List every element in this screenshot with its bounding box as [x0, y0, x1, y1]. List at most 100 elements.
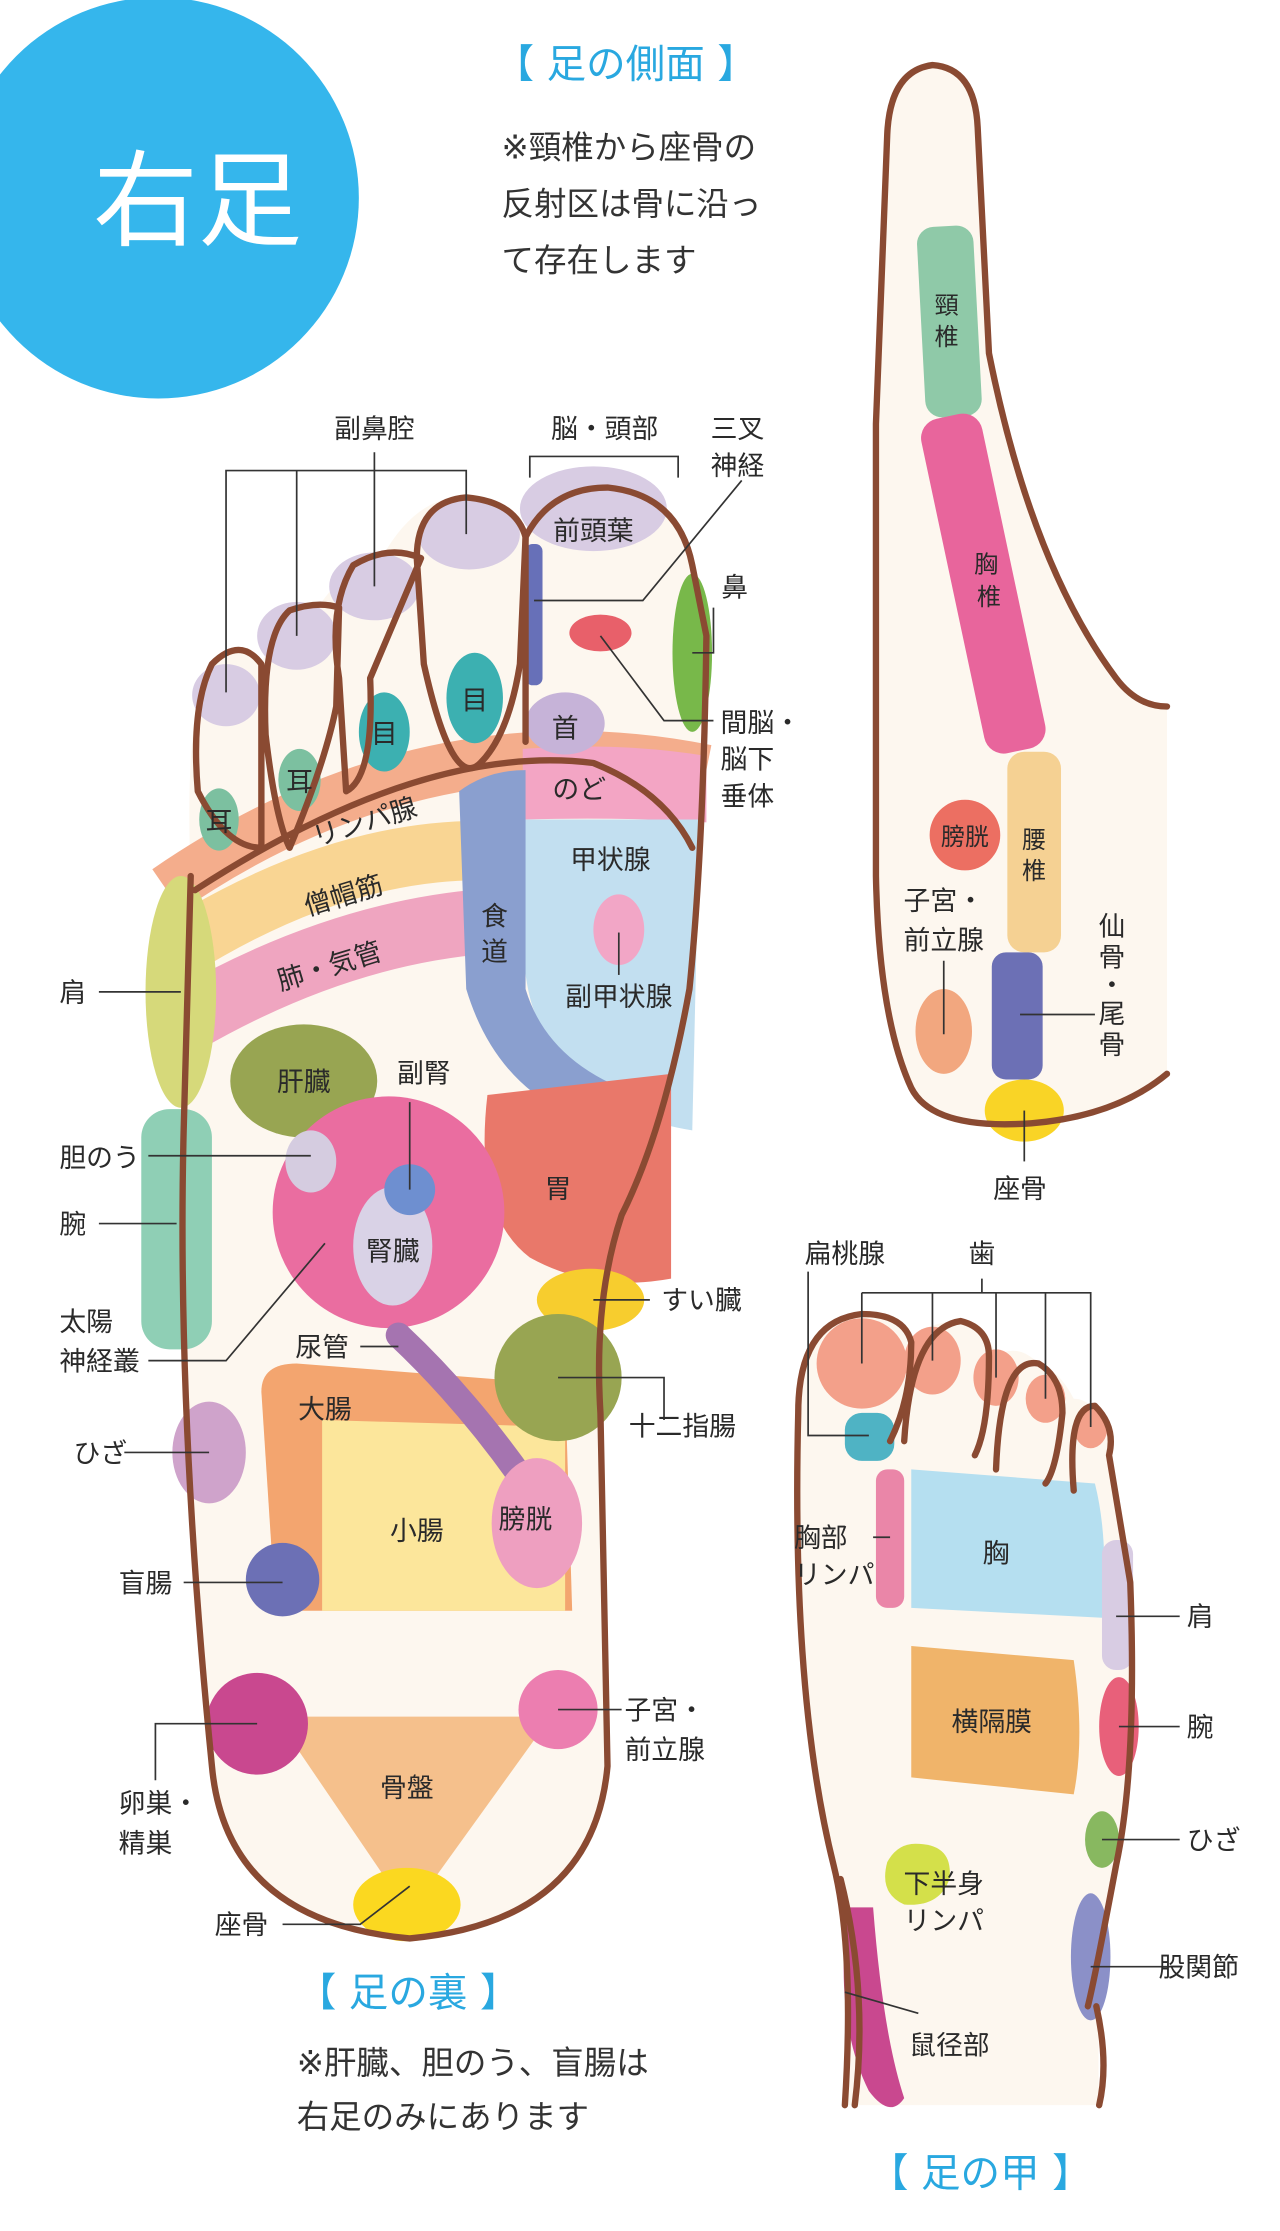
- label-esophagus: 道: [481, 937, 508, 968]
- chest-lymph-zone: [875, 1469, 905, 1608]
- hip-zone: [1070, 1893, 1111, 2021]
- label-cecum: 盲腸: [119, 1568, 173, 1599]
- label-eye: 目: [461, 685, 488, 716]
- label-neck: 首: [552, 714, 579, 745]
- label-ovary: 精巣: [119, 1828, 173, 1859]
- label-pituitary: 間脳・: [721, 708, 801, 739]
- duodenum-zone: [494, 1313, 622, 1442]
- uterus-zone: [518, 1670, 598, 1750]
- side-foot-outline: [872, 61, 1171, 1128]
- label-cervical: 椎: [935, 323, 959, 351]
- label-trigeminal: 神経: [711, 451, 765, 482]
- label-pituitary: 垂体: [721, 781, 775, 812]
- eye-zone: [446, 652, 503, 744]
- esophagus-zone: [459, 770, 672, 1138]
- label-chest-lymph: リンパ: [794, 1560, 874, 1591]
- label-sacrum: ・: [1098, 971, 1125, 1002]
- top-heading: 【 足の甲 】: [869, 2151, 1092, 2197]
- pelvis-zone: [275, 1716, 551, 1894]
- label-chest: 胸: [983, 1539, 1010, 1570]
- label-thoracic: 胸: [974, 550, 998, 578]
- lung-zone: [170, 888, 491, 1049]
- label-ear: 耳: [286, 767, 313, 798]
- label-lower-lymph: リンパ: [904, 1906, 984, 1937]
- label-liver: 肝臓: [277, 1067, 331, 1098]
- label-knee: ひざ: [73, 1438, 127, 1469]
- cecum-zone: [245, 1542, 320, 1617]
- label-diaphragm: 横隔膜: [952, 1707, 1032, 1738]
- label-uterus: 前立腺: [624, 1735, 705, 1766]
- frontal-lobe-zone: [519, 466, 667, 552]
- sacrum-zone: [991, 952, 1043, 1080]
- diaphragm-zone: [911, 1646, 1080, 1795]
- label-duodenum: 十二指腸: [629, 1412, 736, 1443]
- label-sacrum: 骨: [1098, 942, 1125, 973]
- kidney-zone: [353, 1186, 433, 1306]
- title: 右足: [93, 140, 302, 262]
- label-teeth: 歯: [968, 1239, 995, 1270]
- top-shoulder-zone: [1101, 1540, 1134, 1671]
- chest-zone: [911, 1469, 1105, 1618]
- label-adrenal: 副腎: [397, 1058, 451, 1089]
- parathyroid-zone: [593, 894, 645, 966]
- label-top-knee: ひざ: [1187, 1825, 1241, 1856]
- bladder-zone: [491, 1458, 583, 1589]
- label-pituitary: 脳下: [721, 745, 775, 776]
- label-thyroid: 甲状腺: [570, 845, 651, 876]
- side-note-line: 反射区は骨に沿っ: [502, 185, 762, 223]
- label-bladder: 膀胱: [499, 1505, 553, 1536]
- label-kidney: 腎臓: [366, 1236, 420, 1267]
- label-nose: 鼻: [721, 572, 748, 603]
- stomach-zone: [484, 1073, 672, 1283]
- label-small-intestine: 小腸: [390, 1516, 444, 1547]
- gallbladder-zone: [285, 1130, 337, 1193]
- top-foot: 扁桃腺 歯 胸部 リンパ 胸 肩 横隔膜 腕 ひざ 下半身 リンパ 股関節 鼠径…: [794, 1239, 1241, 2109]
- trigeminal-zone: [525, 544, 543, 686]
- lumbar-zone: [1007, 751, 1062, 953]
- neck-zone: [525, 692, 605, 755]
- label-lumbar: 腰: [1022, 826, 1046, 854]
- label-frontal: 前頭葉: [553, 516, 633, 547]
- label-ear: 耳: [206, 807, 233, 838]
- label-eye: 目: [371, 719, 398, 750]
- lower-lymph-zone: [885, 1843, 950, 1905]
- sinus-zone: [418, 498, 520, 570]
- side-heading: 【 足の側面 】: [494, 42, 756, 88]
- label-arm: 腕: [59, 1209, 86, 1240]
- pituitary-zone: [569, 614, 632, 652]
- label-tonsil: 扁桃腺: [805, 1239, 886, 1270]
- ureter-zone: [385, 1322, 539, 1497]
- label-pancreas: すい臓: [661, 1286, 742, 1317]
- label-esophagus: 食: [481, 901, 508, 932]
- sole-note-line: 右足のみにあります: [297, 2098, 589, 2136]
- label-uterus: 子宮・: [624, 1695, 704, 1726]
- label-lower-lymph: 下半身: [904, 1869, 984, 1900]
- sinus-zone: [192, 664, 260, 727]
- side-bladder-zone: [929, 799, 1001, 871]
- sole-foot: 副鼻腔 脳・頭部 三叉 神経 前頭葉 鼻 間脳・ 脳下 垂体 目 目 耳 耳 首…: [59, 414, 801, 1942]
- cervical-zone: [917, 225, 982, 418]
- sole-outline: [179, 484, 710, 1942]
- label-parathyroid: 副甲状腺: [565, 982, 672, 1013]
- sciatic-zone: [353, 1867, 461, 1942]
- label-gallbladder: 胆のう: [59, 1143, 139, 1174]
- trapezius-zone: [160, 820, 488, 975]
- tonsil-zone: [844, 1412, 895, 1461]
- label-ovary: 卵巣・: [119, 1789, 199, 1820]
- label-large-intestine: 大腸: [298, 1395, 352, 1426]
- label-ureter: 尿管: [295, 1332, 349, 1363]
- top-outline: [794, 1310, 1136, 2109]
- label-trigeminal: 三叉: [711, 414, 765, 445]
- sole-heading: 【 足の裏 】: [297, 1970, 520, 2016]
- side-foot: 頸 椎 胸 椎 腰 椎 膀胱 子宮・ 前立腺 仙 骨 ・ 尾 骨 座骨: [872, 61, 1171, 1205]
- label-solar-plexus: 太陽: [59, 1307, 113, 1338]
- label-stomach: 胃: [545, 1174, 572, 1205]
- label-sacrum: 尾: [1098, 999, 1125, 1030]
- label-sacrum: 骨: [1098, 1030, 1125, 1061]
- label-brain: 脳・頭部: [551, 414, 658, 445]
- side-note-line: ※頸椎から座骨の: [502, 128, 757, 166]
- title-badge: 右足: [0, 0, 359, 399]
- label-lumbar: 椎: [1022, 857, 1046, 885]
- label-side-bladder: 膀胱: [941, 823, 989, 851]
- label-top-arm: 腕: [1187, 1712, 1214, 1743]
